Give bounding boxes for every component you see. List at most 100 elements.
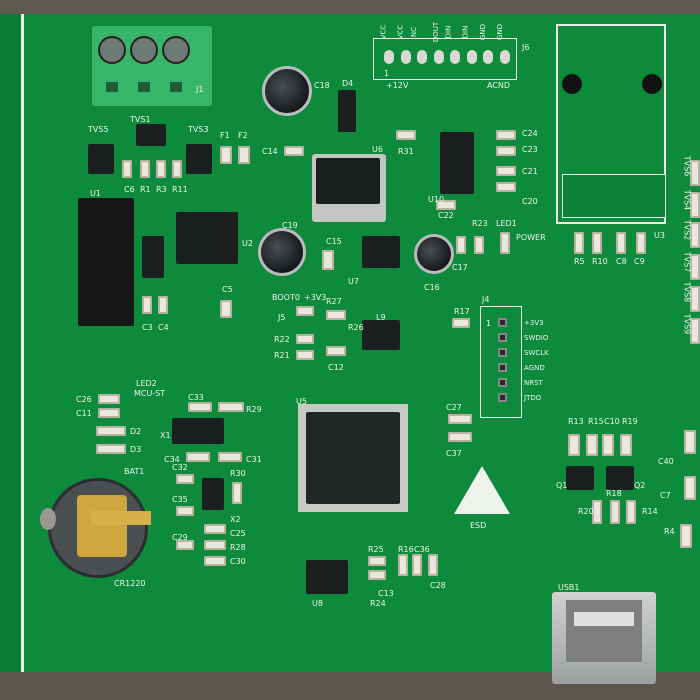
silkscreen-label: +3V3 xyxy=(304,293,327,302)
smd-component xyxy=(684,430,696,454)
silkscreen-label: R30 xyxy=(230,469,246,478)
terminal-block-j1 xyxy=(92,26,212,106)
smd-component xyxy=(636,232,646,254)
wire-slot xyxy=(138,82,150,92)
silkscreen-label: F2 xyxy=(238,131,248,140)
silkscreen-label: U2 xyxy=(242,239,253,248)
j6-pin xyxy=(384,50,394,64)
smd-component xyxy=(586,434,598,456)
smd-component xyxy=(592,500,602,524)
regulator-body xyxy=(316,158,380,204)
silkscreen-label: R3 xyxy=(156,185,167,194)
silkscreen-label: TVS9 xyxy=(682,313,692,335)
usb-connector-usb1[interactable] xyxy=(552,592,656,684)
smd-component xyxy=(158,296,168,314)
smd-component xyxy=(500,232,510,254)
j6-pin1: 1 xyxy=(384,69,390,78)
silkscreen-label: D2 xyxy=(130,427,142,436)
smd-component xyxy=(474,236,484,254)
j4-pin xyxy=(498,318,507,327)
smd-component xyxy=(448,432,472,442)
silkscreen-label: C40 xyxy=(658,457,674,466)
smd-component xyxy=(176,540,194,550)
silkscreen-label: U1 xyxy=(90,189,101,198)
j6-pin xyxy=(400,50,411,64)
j4-ref: J4 xyxy=(482,295,490,304)
j6-pin xyxy=(499,50,510,64)
j4-pin xyxy=(498,333,507,342)
smd-component xyxy=(690,318,700,344)
smd-component xyxy=(690,254,700,280)
usb-tongue xyxy=(574,612,634,626)
j4-pin xyxy=(498,378,507,387)
silkscreen-label: CR1220 xyxy=(114,579,146,588)
smd-component xyxy=(220,300,232,318)
silkscreen-label: R28 xyxy=(230,543,246,552)
silkscreen-label: BOOT0 xyxy=(272,293,300,302)
smd-component xyxy=(496,166,516,176)
silkscreen-label: TVS5 xyxy=(88,125,109,134)
mcu-body xyxy=(306,412,400,504)
chip-u10 xyxy=(440,132,474,194)
silkscreen-label: ESD xyxy=(470,521,487,530)
mcu-u5 xyxy=(298,404,408,512)
silkscreen-label: R18 xyxy=(606,489,622,498)
j4-pin xyxy=(498,348,507,357)
smd-component xyxy=(448,414,472,424)
silkscreen-label: J1 xyxy=(196,85,204,94)
j4-pin1: 1 xyxy=(486,319,492,328)
smd-component xyxy=(186,452,210,462)
smd-component xyxy=(592,232,602,254)
silkscreen-label: D4 xyxy=(342,79,354,88)
j4-pin-label: AGND xyxy=(524,364,545,372)
smd-component xyxy=(396,130,416,140)
battery-contact-tab xyxy=(91,511,151,525)
silkscreen-label: R4 xyxy=(664,527,675,536)
j6-pin-label: GND xyxy=(495,23,504,41)
smd-component xyxy=(96,444,126,454)
smd-component xyxy=(156,160,166,178)
silkscreen-label: R29 xyxy=(246,405,262,414)
wire-slot xyxy=(170,82,182,92)
silkscreen-label: C30 xyxy=(230,557,246,566)
j6-pin-label: VCC xyxy=(395,24,404,40)
smd-component xyxy=(220,146,232,164)
smd-component xyxy=(204,556,226,566)
silkscreen-label: R25 xyxy=(368,545,384,554)
smd-component xyxy=(690,222,700,248)
capacitor-c19 xyxy=(258,228,306,276)
silkscreen-label: C11 xyxy=(76,409,92,418)
smd-component xyxy=(322,250,334,270)
smd-component xyxy=(680,524,692,548)
j4-pin-label: SWDIO xyxy=(524,334,549,342)
silkscreen-label: U6 xyxy=(372,145,383,154)
silkscreen-label: R26 xyxy=(348,323,364,332)
smd-component xyxy=(176,474,194,484)
smd-component xyxy=(574,232,584,254)
diode-d4 xyxy=(338,90,356,132)
silkscreen-label: R14 xyxy=(642,507,658,516)
j4-header-outline xyxy=(480,306,522,418)
module-header xyxy=(562,174,666,218)
silkscreen-label: R11 xyxy=(172,185,188,194)
silkscreen-label: D3 xyxy=(130,445,142,454)
usb-opening xyxy=(566,600,642,662)
smd-component xyxy=(326,346,346,356)
smd-component xyxy=(602,434,614,456)
smd-component xyxy=(452,318,470,328)
silkscreen-label: L9 xyxy=(376,313,386,322)
silkscreen-label: C37 xyxy=(446,449,462,458)
background-surface-top xyxy=(0,0,700,14)
smd-component xyxy=(176,506,194,516)
smd-component xyxy=(218,402,244,412)
smd-component xyxy=(398,554,408,576)
j6-pin-label: DOUT xyxy=(431,21,440,43)
silkscreen-label: C7 xyxy=(660,491,671,500)
smd-component xyxy=(626,500,636,524)
screw-1 xyxy=(98,36,126,64)
silkscreen-label: C36 xyxy=(414,545,430,554)
smd-component xyxy=(496,146,516,156)
silkscreen-label: C12 xyxy=(328,363,344,372)
j6-pin-label: DIN xyxy=(444,25,453,39)
module-u3-outline xyxy=(556,24,666,224)
